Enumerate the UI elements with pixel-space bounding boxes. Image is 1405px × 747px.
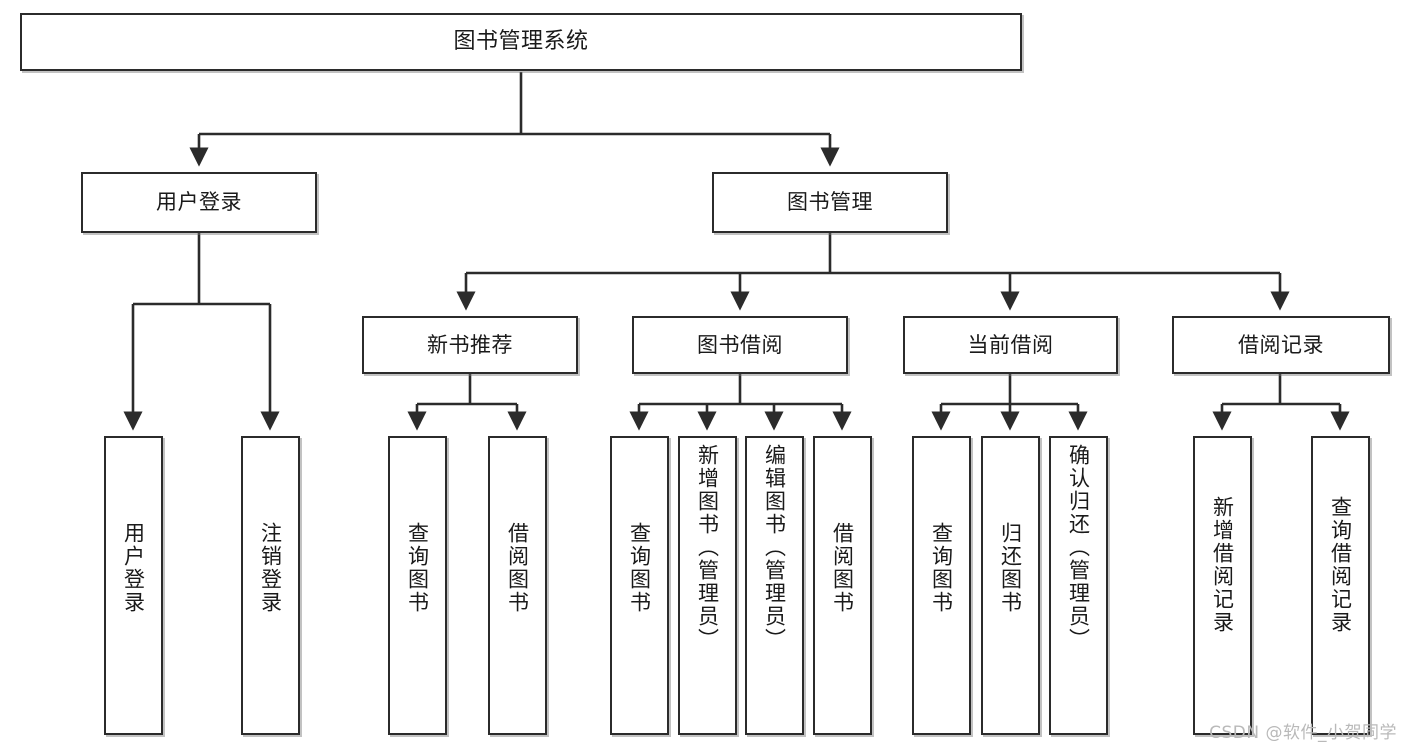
node-leaf-add-record-label: 新增借阅记录: [1210, 496, 1235, 634]
node-book-manage-label: 图书管理: [787, 190, 873, 215]
node-leaf-query-record-label: 查询借阅记录: [1328, 496, 1353, 634]
node-leaf-logout[interactable]: 注销登录: [241, 436, 300, 735]
node-leaf-confirm-return-label: 确认归还（管理员）: [1066, 444, 1091, 651]
node-new-book-rec[interactable]: 新书推荐: [362, 316, 578, 374]
node-root-label: 图书管理系统: [453, 29, 589, 55]
node-leaf-edit-book[interactable]: 编辑图书（管理员）: [745, 436, 804, 735]
node-leaf-query-book-a[interactable]: 查询图书: [388, 436, 447, 735]
node-leaf-add-book-label: 新增图书（管理员）: [695, 444, 720, 651]
node-leaf-user-login[interactable]: 用户登录: [104, 436, 163, 735]
node-leaf-borrow-book-b[interactable]: 借阅图书: [813, 436, 872, 735]
node-leaf-add-record[interactable]: 新增借阅记录: [1193, 436, 1252, 735]
csdn-watermark: CSDN @软件_小贺同学: [1209, 723, 1397, 743]
node-leaf-query-book-b[interactable]: 查询图书: [610, 436, 669, 735]
node-leaf-query-book-b-label: 查询图书: [627, 522, 652, 614]
node-leaf-logout-label: 注销登录: [258, 522, 283, 614]
node-leaf-query-book-c[interactable]: 查询图书: [912, 436, 971, 735]
node-leaf-return-book-label: 归还图书: [998, 522, 1023, 614]
node-leaf-query-book-a-label: 查询图书: [405, 522, 430, 614]
node-user-login-label: 用户登录: [156, 190, 242, 215]
node-new-book-rec-label: 新书推荐: [427, 332, 513, 357]
node-borrow-record-label: 借阅记录: [1238, 332, 1324, 357]
node-current-borrow[interactable]: 当前借阅: [903, 316, 1118, 374]
node-book-borrow[interactable]: 图书借阅: [632, 316, 848, 374]
node-user-login[interactable]: 用户登录: [81, 172, 317, 233]
node-leaf-confirm-return[interactable]: 确认归还（管理员）: [1049, 436, 1108, 735]
node-leaf-borrow-book-a[interactable]: 借阅图书: [488, 436, 547, 735]
node-leaf-edit-book-label: 编辑图书（管理员）: [762, 444, 787, 651]
node-current-borrow-label: 当前借阅: [967, 332, 1054, 357]
node-leaf-add-book[interactable]: 新增图书（管理员）: [678, 436, 737, 735]
node-book-borrow-label: 图书借阅: [697, 332, 783, 357]
node-leaf-borrow-book-b-label: 借阅图书: [830, 522, 855, 614]
node-root[interactable]: 图书管理系统: [20, 13, 1022, 71]
node-leaf-query-book-c-label: 查询图书: [929, 522, 954, 614]
node-leaf-user-login-label: 用户登录: [121, 522, 146, 614]
node-borrow-record[interactable]: 借阅记录: [1172, 316, 1390, 374]
node-leaf-borrow-book-a-label: 借阅图书: [505, 522, 530, 614]
node-leaf-return-book[interactable]: 归还图书: [981, 436, 1040, 735]
node-leaf-query-record[interactable]: 查询借阅记录: [1311, 436, 1370, 735]
node-book-manage[interactable]: 图书管理: [712, 172, 948, 233]
